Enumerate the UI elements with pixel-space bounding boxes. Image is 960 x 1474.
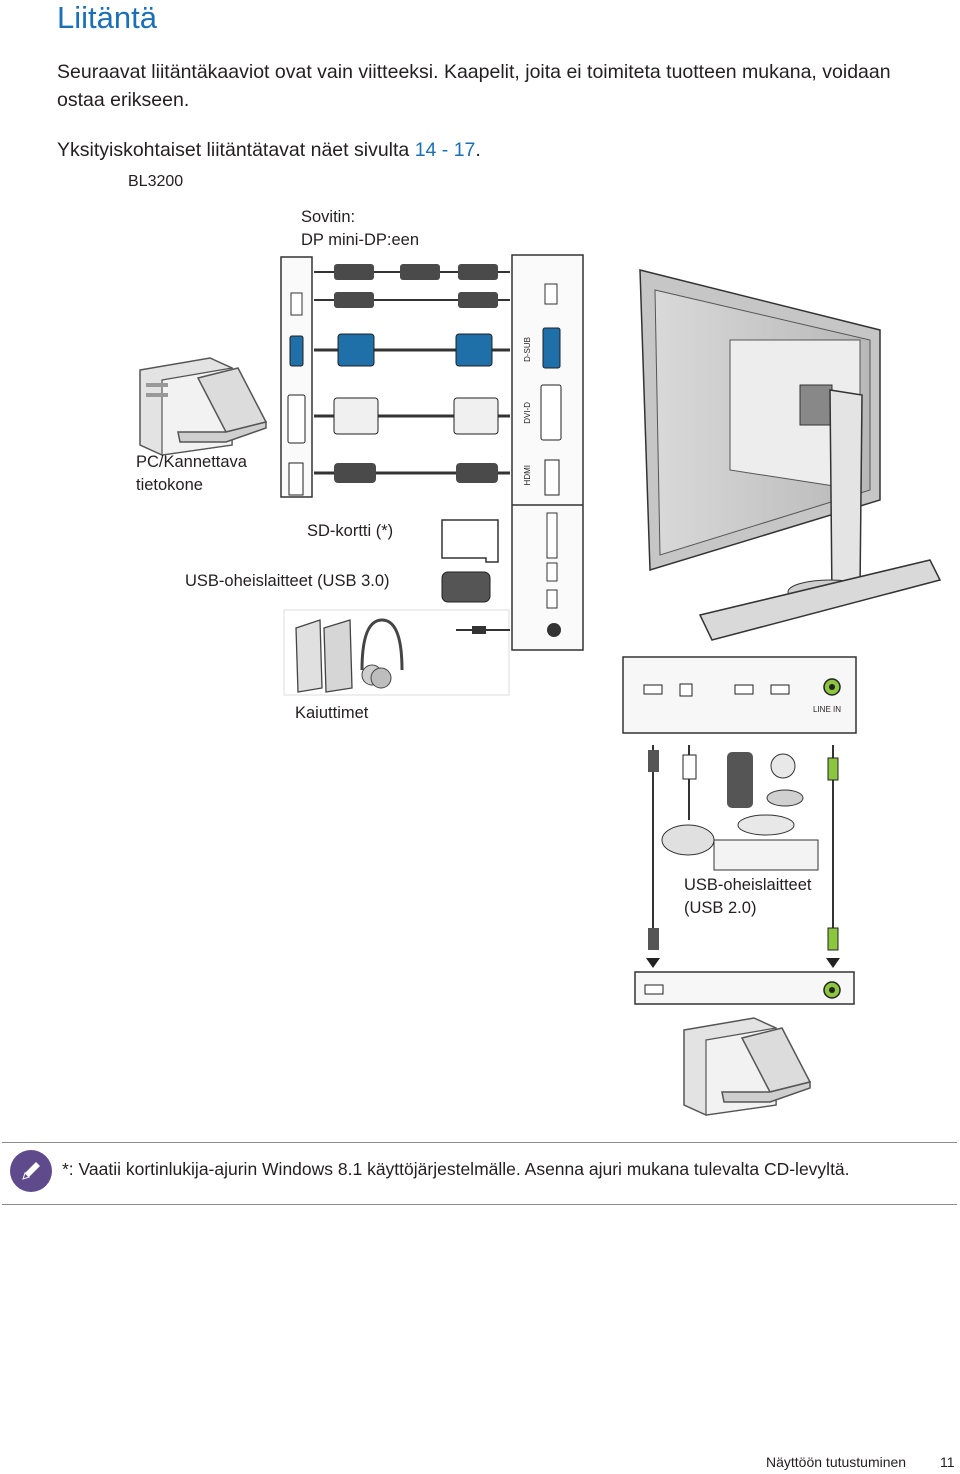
port-label-hdmi: HDMI	[523, 465, 532, 486]
note-bottom-rule	[2, 1204, 957, 1205]
note-top-rule	[2, 1142, 957, 1143]
dp-cables	[314, 264, 510, 308]
note-text: *: Vaatii kortinlukija-ajurin Windows 8.…	[62, 1159, 850, 1179]
adapter-label: Sovitin:	[301, 208, 356, 226]
model-name: BL3200	[128, 173, 184, 190]
pencil-icon	[10, 1150, 52, 1192]
page-title: Liitäntä	[57, 0, 157, 35]
port-label-line-in: LINE IN	[813, 705, 842, 714]
usb-stick-illustration	[441, 571, 491, 603]
port-label-dsub: D-SUB	[523, 337, 532, 362]
pc-port-panel	[280, 256, 313, 498]
usb2-devices-illustration	[646, 745, 840, 968]
sd-card-illustration	[441, 519, 499, 563]
adapter-type-label: DP mini-DP:een	[301, 231, 419, 249]
connection-diagram	[139, 254, 942, 1116]
dvi-cable	[314, 397, 510, 435]
footer-section-title: Näyttöön tutustuminen	[766, 1454, 907, 1470]
pc-audio-usb-panel	[634, 971, 855, 1005]
usb2-label: USB-oheislaitteet	[684, 876, 812, 894]
page-reference-link[interactable]: 14 - 17	[414, 139, 476, 161]
see-also-suffix: .	[475, 139, 481, 161]
see-also-prefix: Yksityiskohtaiset liitäntätavat näet siv…	[57, 139, 415, 161]
monitor-port-panel	[511, 254, 584, 651]
intro-text: Seuraavat liitäntäkaaviot ovat vain viit…	[57, 61, 891, 111]
page-number: 11	[940, 1454, 955, 1470]
pc-laptop-illustration	[139, 357, 268, 456]
sd-card-label: SD-kortti (*)	[307, 522, 394, 540]
usb-hub-panel	[622, 656, 857, 734]
speakers-headphones-illustration	[283, 609, 510, 696]
monitor-rear-illustration	[639, 269, 942, 641]
see-also-text: Yksityiskohtaiset liitäntätavat näet siv…	[57, 139, 481, 162]
usb2-label-line2: (USB 2.0)	[684, 899, 757, 917]
pc-label-line2: tietokone	[136, 476, 203, 494]
pc-laptop-bottom-illustration	[683, 1017, 812, 1116]
speakers-label: Kaiuttimet	[295, 704, 369, 722]
hdmi-cable	[314, 463, 510, 483]
usb3-label: USB-oheislaitteet (USB 3.0)	[185, 572, 390, 590]
port-label-dvi: DVI-D	[523, 402, 532, 424]
pc-label: PC/Kannettava	[136, 453, 247, 471]
vga-cable	[314, 333, 510, 367]
